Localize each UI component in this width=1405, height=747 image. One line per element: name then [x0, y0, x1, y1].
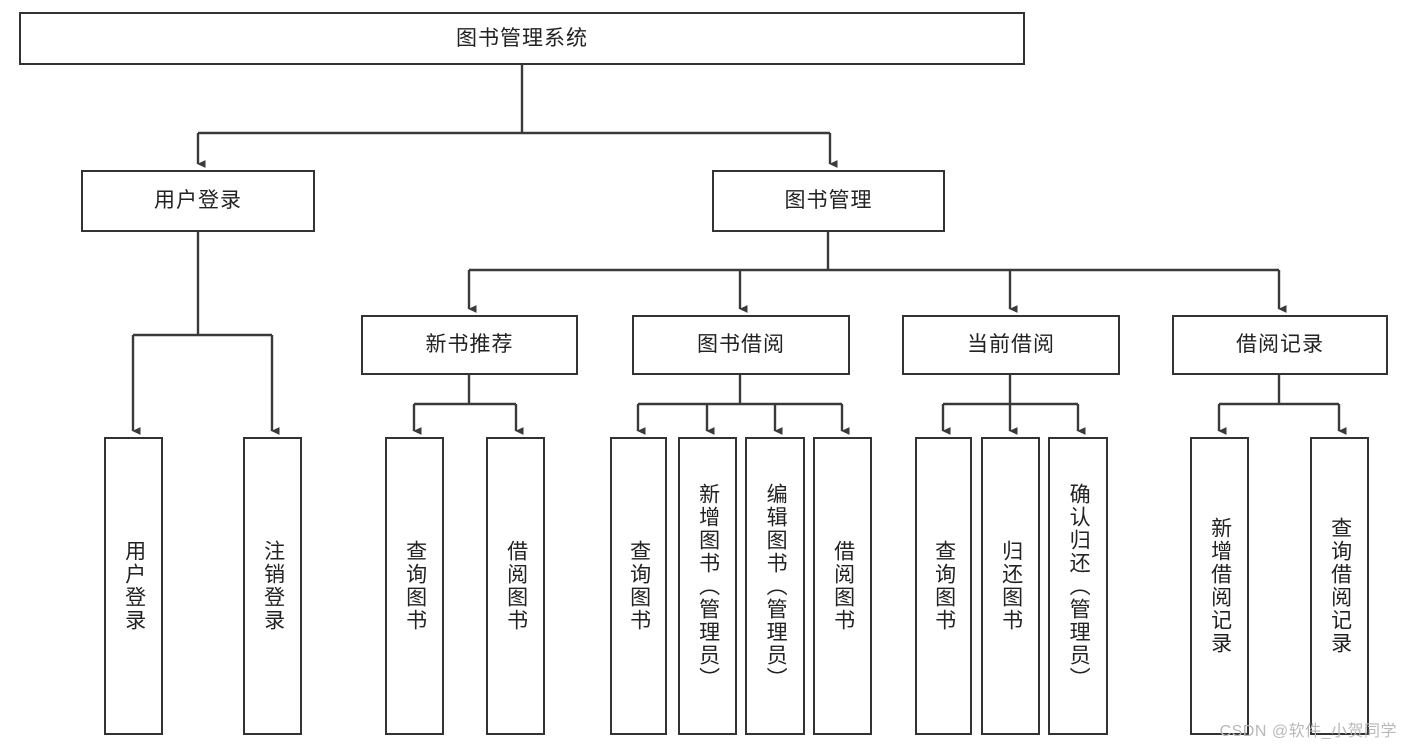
node-book-borrow[interactable]: 图书借阅 [632, 315, 850, 375]
node-leaf-add-borrow-record[interactable]: 新增借阅记录 [1190, 437, 1249, 735]
node-user-login-label: 用户登录 [154, 189, 242, 213]
node-leaf-edit-book-admin[interactable]: 编辑图书（管理员） [745, 437, 805, 735]
node-leaf-borrow-book-label: 借阅图书 [831, 540, 855, 632]
node-current-borrow[interactable]: 当前借阅 [902, 315, 1120, 375]
node-leaf-edit-book-admin-label: 编辑图书（管理员） [764, 482, 788, 690]
csdn-watermark: CSDN @软件_小贺同学 [1219, 723, 1397, 740]
node-book-manage[interactable]: 图书管理 [712, 170, 945, 232]
node-borrow-record[interactable]: 借阅记录 [1172, 315, 1388, 375]
node-leaf-logout[interactable]: 注销登录 [243, 437, 302, 735]
node-leaf-borrow-book[interactable]: 借阅图书 [813, 437, 872, 735]
node-leaf-query-book-current-label: 查询图书 [932, 540, 956, 632]
node-leaf-borrow-book-rec-label: 借阅图书 [504, 540, 528, 632]
node-leaf-query-book-rec[interactable]: 查询图书 [385, 437, 444, 735]
node-leaf-add-book-admin[interactable]: 新增图书（管理员） [678, 437, 737, 735]
node-user-login[interactable]: 用户登录 [81, 170, 315, 232]
node-new-book-recommend[interactable]: 新书推荐 [361, 315, 578, 375]
node-leaf-add-book-admin-label: 新增图书（管理员） [696, 482, 720, 690]
node-borrow-record-label: 借阅记录 [1236, 333, 1324, 357]
node-new-book-recommend-label: 新书推荐 [425, 333, 514, 357]
node-book-manage-label: 图书管理 [784, 189, 873, 213]
node-leaf-add-borrow-record-label: 新增借阅记录 [1208, 517, 1232, 655]
node-current-borrow-label: 当前借阅 [967, 333, 1055, 357]
node-leaf-return-book[interactable]: 归还图书 [981, 437, 1040, 735]
node-leaf-query-book-rec-label: 查询图书 [403, 540, 427, 632]
node-root[interactable]: 图书管理系统 [19, 12, 1025, 65]
node-leaf-user-login-label: 用户登录 [122, 540, 146, 632]
node-book-borrow-label: 图书借阅 [697, 333, 785, 357]
node-leaf-query-borrow-record-label: 查询借阅记录 [1328, 517, 1352, 655]
node-leaf-logout-label: 注销登录 [261, 540, 285, 632]
node-leaf-return-book-label: 归还图书 [999, 540, 1023, 632]
node-leaf-query-borrow-record[interactable]: 查询借阅记录 [1310, 437, 1369, 735]
node-leaf-confirm-return-admin[interactable]: 确认归还（管理员） [1048, 437, 1108, 735]
node-leaf-query-book-current[interactable]: 查询图书 [915, 437, 972, 735]
node-leaf-borrow-book-rec[interactable]: 借阅图书 [486, 437, 545, 735]
node-root-label: 图书管理系统 [456, 26, 588, 50]
node-leaf-query-book-borrow-label: 查询图书 [627, 540, 651, 632]
node-leaf-confirm-return-admin-label: 确认归还（管理员） [1067, 482, 1091, 690]
node-leaf-user-login[interactable]: 用户登录 [104, 437, 163, 735]
node-leaf-query-book-borrow[interactable]: 查询图书 [610, 437, 667, 735]
